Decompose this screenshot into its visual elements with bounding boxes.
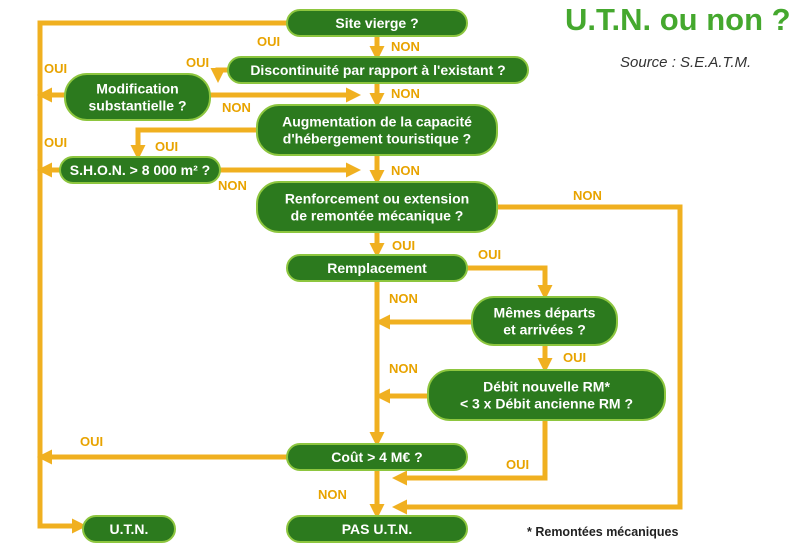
node-label-renforcement: Renforcement ou extension xyxy=(285,191,469,207)
node-label-site-vierge: Site vierge ? xyxy=(335,15,418,31)
node-cout xyxy=(286,443,468,471)
label-renf-non: NON xyxy=(573,188,602,203)
label-site-non: NON xyxy=(391,39,420,54)
source-caption: Source : S.E.A.T.M. xyxy=(620,54,752,71)
node-label-augmentation: Augmentation de la capacité xyxy=(282,114,472,130)
node-memes-departs xyxy=(471,296,618,346)
node-renforcement xyxy=(256,181,498,233)
label-disc-oui: OUI xyxy=(186,55,209,70)
label-memes-non: NON xyxy=(389,361,418,376)
edge-site-oui xyxy=(37,20,287,534)
node-modification xyxy=(64,73,211,121)
node-discontinuite xyxy=(227,56,529,84)
label-shon-oui: OUI xyxy=(44,135,67,150)
label-rempl-oui: OUI xyxy=(478,247,501,262)
node-label-renforcement: de remontée mécanique ? xyxy=(291,207,464,223)
node-label-utn: U.T.N. xyxy=(110,521,149,537)
node-label-memes-departs: et arrivées ? xyxy=(503,321,586,337)
node-label-remplacement: Remplacement xyxy=(327,260,427,276)
node-label-modification: Modification xyxy=(96,81,178,97)
footnote: * Remontées mécaniques xyxy=(527,525,679,539)
label-cout-non: NON xyxy=(318,487,347,502)
edge-augm-oui xyxy=(130,127,257,160)
label-disc-non: NON xyxy=(391,86,420,101)
edge-rempl-oui xyxy=(467,265,553,300)
edge-renf-non xyxy=(392,204,683,515)
node-augmentation xyxy=(256,104,498,156)
node-site-vierge xyxy=(286,9,468,37)
label-debit-oui: OUI xyxy=(506,457,529,472)
node-label-memes-departs: Mêmes départs xyxy=(494,305,596,321)
node-remplacement xyxy=(286,254,468,282)
label-modif-non: NON xyxy=(222,100,251,115)
label-memes-oui: OUI xyxy=(563,350,586,365)
node-debit xyxy=(427,369,666,421)
node-label-pas-utn: PAS U.T.N. xyxy=(342,521,413,537)
page-title: U.T.N. ou non ? xyxy=(565,2,791,37)
label-augm-non: NON xyxy=(391,163,420,178)
label-shon-non: NON xyxy=(218,178,247,193)
label-renf-oui: OUI xyxy=(392,238,415,253)
node-label-augmentation: d'hébergement touristique ? xyxy=(283,130,471,146)
label-modif-oui: OUI xyxy=(44,61,67,76)
label-augm-oui: OUI xyxy=(155,139,178,154)
node-shon xyxy=(59,156,221,184)
node-label-cout: Coût > 4 M€ ? xyxy=(331,449,422,465)
edge-debit-oui xyxy=(392,420,548,486)
node-label-debit: Débit nouvelle RM* xyxy=(483,379,610,395)
label-cout-oui: OUI xyxy=(80,434,103,449)
node-label-modification: substantielle ? xyxy=(88,97,186,113)
node-label-shon: S.H.O.N. > 8 000 m² ? xyxy=(70,162,210,178)
node-pas-utn xyxy=(286,515,468,543)
node-label-debit: < 3 x Débit ancienne RM ? xyxy=(460,395,633,411)
label-rempl-non: NON xyxy=(389,291,418,306)
label-site-oui: OUI xyxy=(257,34,280,49)
node-utn xyxy=(82,515,176,543)
node-label-discontinuite: Discontinuité par rapport à l'existant ? xyxy=(250,62,505,78)
